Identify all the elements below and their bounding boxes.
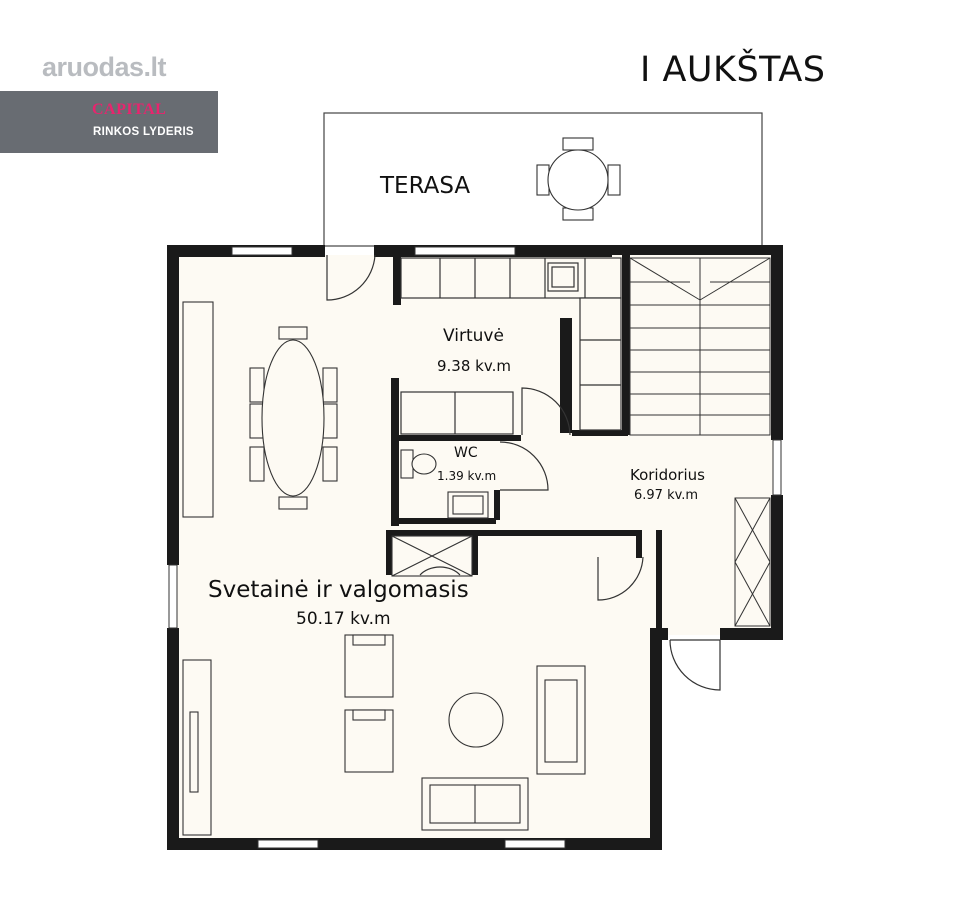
dining-set xyxy=(249,326,338,510)
floor-title: I AUKŠTAS xyxy=(640,50,826,90)
kitchen-counters xyxy=(400,257,622,435)
door-swings xyxy=(326,254,721,691)
living-label: Svetainė ir valgomasis xyxy=(208,577,469,603)
wardrobe xyxy=(734,497,771,627)
corridor-label: Koridorius xyxy=(630,466,705,484)
staircase xyxy=(629,257,771,436)
interior-walls xyxy=(386,255,662,630)
windows xyxy=(168,246,782,849)
kitchen-label: Virtuvė xyxy=(443,326,504,346)
wc-area: 1.39 kv.m xyxy=(437,469,497,483)
living-furniture xyxy=(182,301,586,836)
corridor-area: 6.97 kv.m xyxy=(634,488,699,503)
aruodas-logo: aruodas.lt xyxy=(42,52,167,82)
wc-label: WC xyxy=(454,445,478,461)
kitchen-area: 9.38 kv.m xyxy=(437,357,511,375)
agency-name: CAPITAL xyxy=(92,101,167,118)
terrace-table xyxy=(536,137,621,221)
agency-banner xyxy=(0,91,218,153)
living-area: 50.17 kv.m xyxy=(296,609,391,629)
agency-tagline: RINKOS LYDERIS xyxy=(93,126,194,138)
wc-fixtures xyxy=(391,449,489,577)
terrace-label: TERASA xyxy=(380,173,471,199)
